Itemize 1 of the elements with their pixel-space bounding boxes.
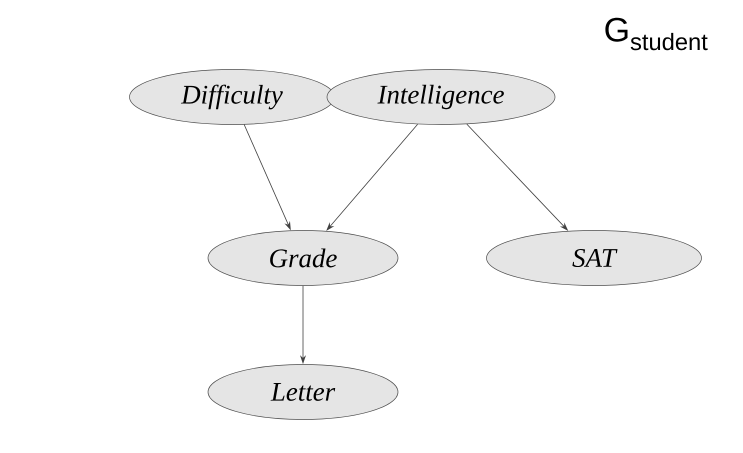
title: G$_{student}$ <box>605 18 708 50</box>
